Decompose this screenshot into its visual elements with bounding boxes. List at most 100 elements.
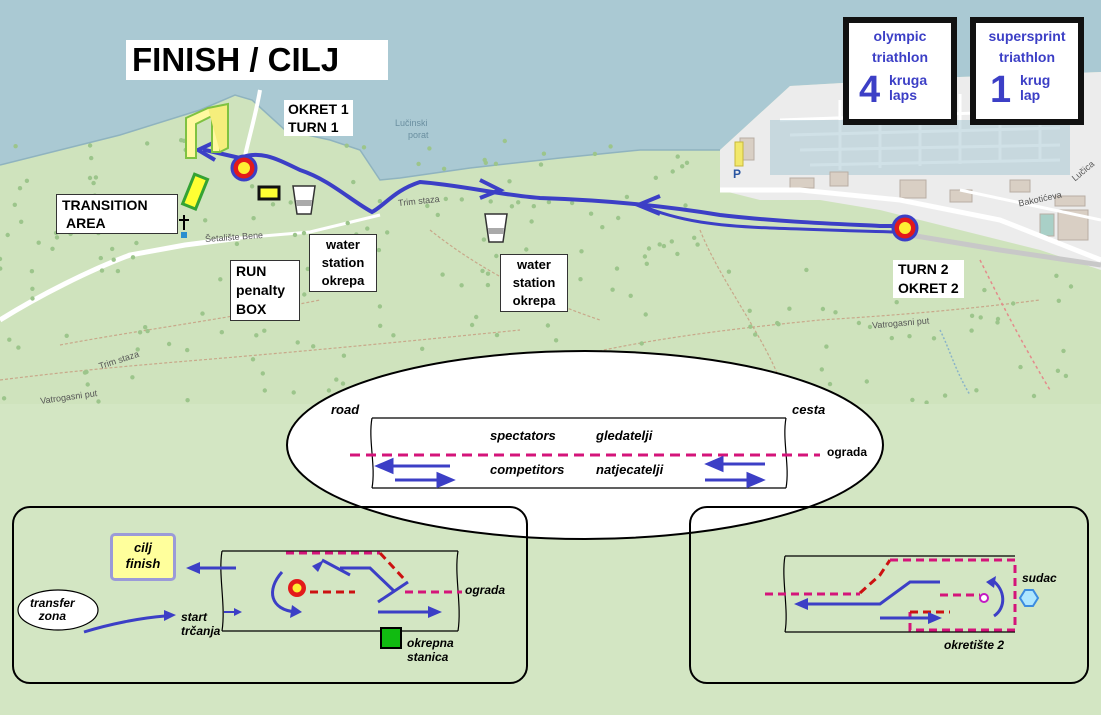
transition-line: TRANSITION: [62, 197, 148, 213]
tree-mark: [747, 308, 752, 313]
tree-mark: [509, 204, 515, 209]
tree-mark: [1054, 273, 1059, 278]
tree-mark: [251, 216, 256, 221]
finish-box-line: finish: [125, 556, 161, 571]
okrepna-label: okrepna stanica: [407, 636, 454, 664]
tree-mark: [145, 328, 150, 334]
tree-mark: [787, 306, 792, 311]
tree-mark: [459, 283, 464, 288]
penalty-line: RUN: [236, 263, 267, 279]
turn2-panel: [689, 506, 1089, 684]
tree-mark: [683, 203, 688, 208]
tree-mark: [250, 357, 256, 362]
tree-mark: [134, 240, 139, 246]
tree-mark: [98, 255, 104, 261]
tree-mark: [661, 243, 667, 249]
turn1-line: TURN 1: [288, 119, 339, 135]
tree-mark: [311, 344, 316, 349]
tree-mark: [753, 332, 758, 337]
tree-mark: [819, 367, 824, 372]
tree-mark: [292, 232, 298, 238]
tree-mark: [377, 304, 383, 309]
parking-icon: P: [733, 167, 741, 181]
tree-mark: [85, 382, 90, 387]
tree-mark: [624, 194, 630, 200]
legend-title: triathlon: [999, 49, 1055, 65]
course-arrow-left: [632, 194, 661, 216]
tree-mark: [480, 268, 485, 274]
tree-mark: [969, 313, 975, 318]
penalty-box-icon: [257, 185, 281, 201]
supersprint-laps-legend: supersprint triathlon 1 krug lap: [970, 17, 1084, 125]
tree-mark: [1, 396, 7, 401]
water-line: station: [512, 275, 556, 290]
tree-mark: [824, 344, 829, 349]
tree-mark: [924, 400, 929, 404]
tree-mark: [12, 202, 17, 207]
tree-mark: [0, 266, 3, 271]
water-line: water: [517, 257, 551, 272]
water-station-1-label: water station okrepa: [309, 234, 377, 292]
tree-mark: [254, 333, 259, 338]
tree-mark: [531, 204, 536, 209]
cesta-label: cesta: [792, 402, 826, 417]
tree-mark: [185, 398, 190, 403]
course-arrow-finish: [193, 140, 217, 162]
finish-ograda-label: ograda: [465, 583, 506, 597]
tree-mark: [91, 180, 96, 186]
tree-mark: [111, 257, 116, 262]
tree-mark: [608, 144, 613, 149]
tree-mark: [541, 151, 547, 156]
tree-mark: [675, 154, 680, 159]
tree-mark: [644, 261, 649, 266]
tree-mark: [507, 179, 512, 184]
tree-mark: [87, 175, 93, 181]
tree-mark: [643, 312, 648, 317]
tree-mark: [1031, 393, 1037, 399]
tree-mark: [377, 199, 383, 204]
tree-mark: [592, 151, 598, 157]
tree-mark: [529, 219, 534, 224]
turn-panel-drawing: [765, 555, 1040, 633]
turn2-label: TURN 2 OKRET 2: [893, 260, 964, 298]
tree-mark: [493, 161, 499, 166]
run-course-line: [203, 148, 907, 228]
tree-mark: [326, 388, 332, 393]
tree-mark: [130, 375, 135, 380]
turn-target-icon: [288, 579, 306, 597]
tree-mark: [334, 377, 339, 382]
tree-mark: [545, 323, 551, 328]
tree-mark: [13, 144, 18, 149]
water-cup-icon: [484, 213, 508, 243]
tree-mark: [546, 199, 552, 205]
tree-mark: [578, 277, 583, 282]
tree-mark: [669, 239, 674, 244]
water-cup-icon: [292, 185, 316, 215]
tree-mark: [99, 268, 105, 273]
tree-mark: [1061, 348, 1066, 354]
tree-mark: [166, 341, 172, 347]
tree-mark: [17, 186, 23, 191]
olympic-laps-legend: olympic triathlon 4 kruga laps: [843, 17, 957, 125]
tree-mark: [494, 332, 500, 338]
tree-mark: [628, 293, 633, 298]
tree-mark: [441, 166, 447, 171]
coastline: [0, 94, 720, 181]
tree-mark: [262, 388, 267, 393]
tree-mark: [684, 160, 690, 165]
tree-mark: [185, 347, 190, 353]
tree-mark: [435, 212, 440, 218]
tree-mark: [50, 246, 55, 251]
tree-mark: [485, 282, 491, 288]
tree-mark: [856, 320, 862, 326]
tree-mark: [425, 203, 430, 209]
road-label: road: [331, 402, 360, 417]
tree-mark: [1018, 364, 1023, 370]
legend-lap-count: 4: [859, 69, 881, 111]
tree-mark: [894, 300, 899, 305]
transfer-zone-oval: [17, 589, 99, 631]
tree-mark: [93, 175, 99, 180]
turn2-line: TURN 2: [898, 261, 949, 277]
tree-mark: [483, 160, 488, 165]
